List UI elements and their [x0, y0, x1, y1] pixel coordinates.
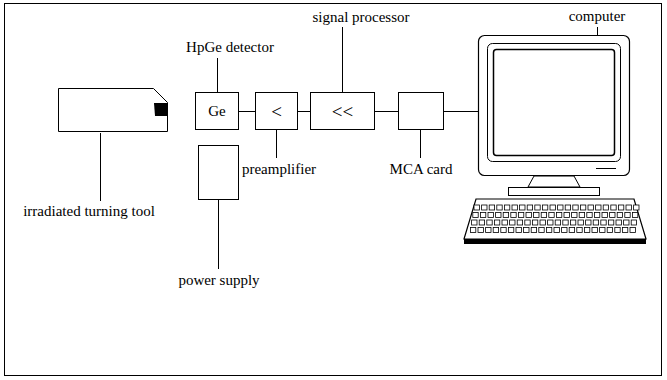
computer-drawing: [478, 35, 630, 175]
computer: computer: [478, 35, 630, 175]
part-label: computer: [567, 8, 628, 25]
amplifier-symbol: <: [271, 103, 282, 120]
turning-tool-drawing: [58, 88, 168, 132]
signal-wire: [444, 111, 478, 112]
signal-wire: [298, 111, 310, 112]
part-label: irradiated turning tool: [21, 203, 157, 220]
preamplifier-box: <preamplifier: [255, 92, 298, 130]
part-label: preamplifier: [240, 161, 318, 178]
mca-card-box: MCA card: [398, 92, 444, 130]
leader-line: [420, 130, 421, 158]
signal-wire: [375, 111, 398, 112]
leader-line: [100, 133, 101, 201]
leader-line: [218, 200, 219, 269]
part-label: signal processor: [310, 9, 411, 26]
leader-line: [217, 58, 218, 92]
leader-line: [276, 130, 277, 158]
box-text: Ge: [208, 103, 226, 120]
leader-line: [342, 27, 343, 92]
detector-box: GeHpGe detector: [195, 92, 239, 130]
part-label: power supply: [176, 272, 261, 289]
part-label: MCA card: [388, 161, 455, 178]
signal-processor-box: <<signal processor: [310, 92, 375, 130]
leader-line: [597, 27, 598, 35]
turning-tool: irradiated turning tool: [58, 88, 168, 132]
amplifier-symbol: <<: [332, 103, 353, 120]
signal-wire: [239, 111, 255, 112]
power-supply-box: power supply: [198, 145, 239, 200]
outer-frame: [5, 4, 662, 376]
part-label: HpGe detector: [184, 39, 276, 56]
